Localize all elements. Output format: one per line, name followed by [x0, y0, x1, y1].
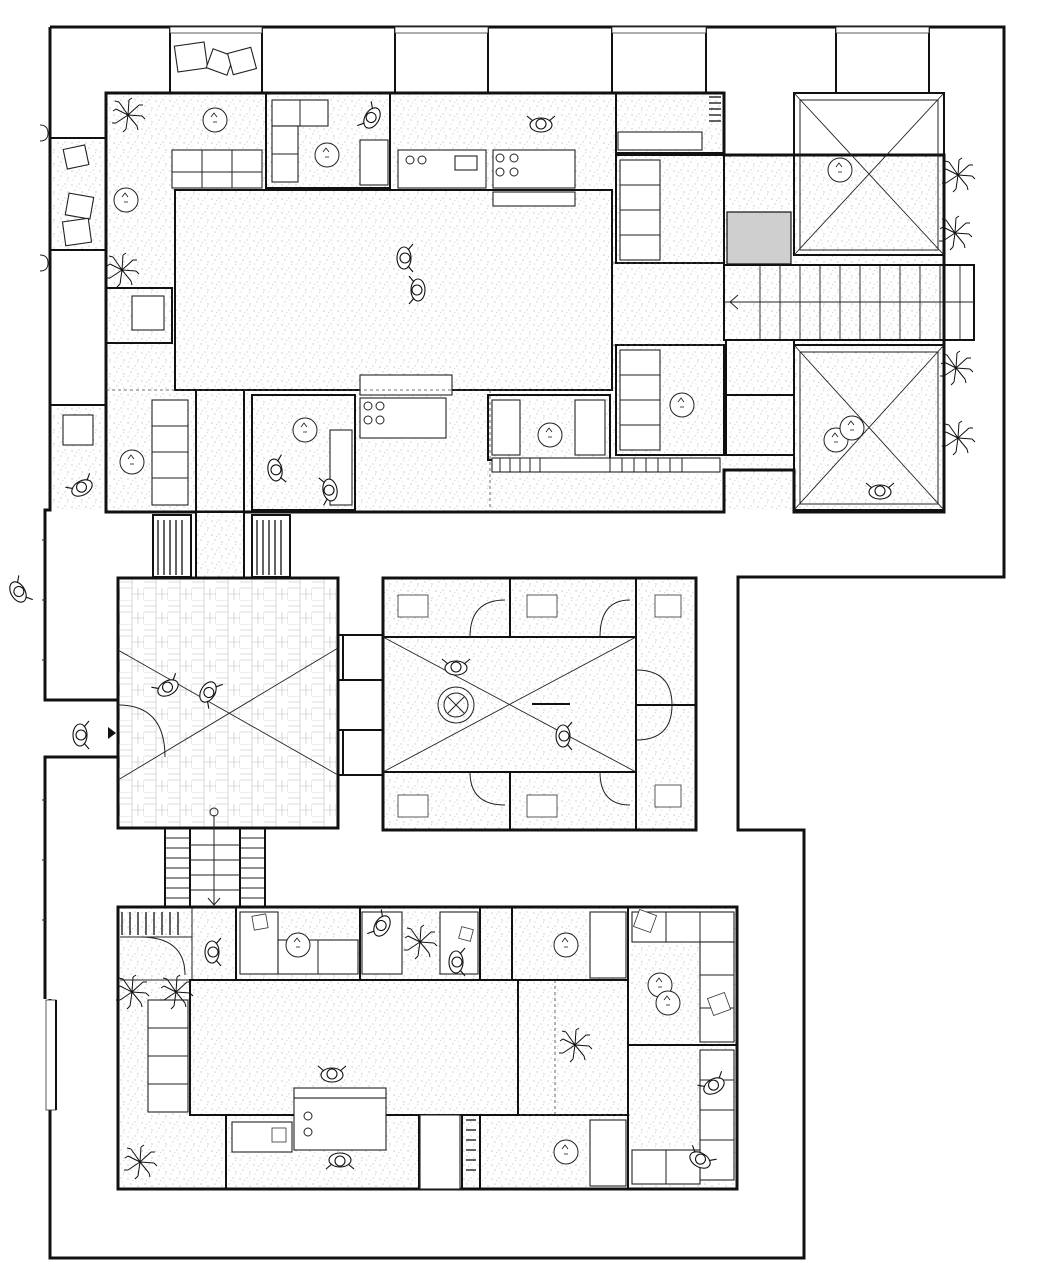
entrance-arrow-icon: [108, 727, 116, 739]
grating-left: [152, 514, 192, 578]
reading-room: [265, 92, 391, 189]
top-window-bays: [169, 26, 930, 93]
plant-icon: [941, 420, 976, 456]
bench-shelf: [491, 457, 721, 473]
work-booths: [615, 154, 725, 456]
lower-stair: [164, 807, 266, 909]
left-windows: [39, 124, 106, 446]
grating-lower: [121, 912, 179, 935]
grating-right: [251, 514, 291, 578]
person-icon: [72, 720, 90, 750]
upper-stair: [723, 211, 975, 456]
plant-icon: [941, 157, 976, 193]
upper-wing: [39, 25, 1006, 1260]
lower-wing: [115, 905, 739, 1191]
sitting-room-north: [793, 92, 945, 256]
lounge-corner: [105, 287, 189, 506]
shelf-nook: [615, 92, 725, 154]
kitchen-counter-top: [397, 149, 576, 207]
kitchen-island: [359, 374, 453, 439]
corridor-west: [195, 390, 245, 512]
upper-outer-wall: [48, 25, 1006, 1260]
west-facade: [4, 27, 120, 1111]
middle-wing: [116, 512, 698, 832]
person-icon: [4, 574, 34, 609]
cushions: [173, 41, 258, 76]
sofa-top-left: [171, 149, 263, 189]
